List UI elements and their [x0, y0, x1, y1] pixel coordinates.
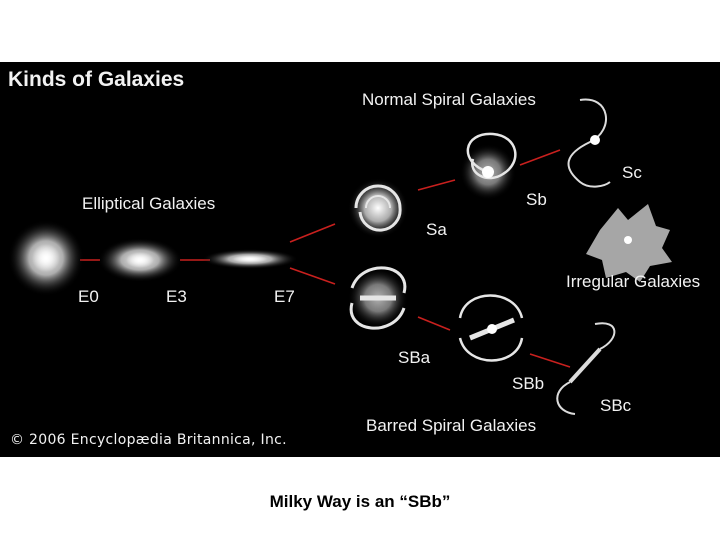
diagram-title: Kinds of Galaxies [8, 68, 185, 91]
label-e7: E7 [274, 287, 295, 306]
connector-sbb-sbc [529, 353, 571, 368]
label-irregular-galaxies: Irregular Galaxies [566, 272, 701, 291]
label-barred-spiral-galaxies: Barred Spiral Galaxies [366, 416, 537, 435]
label-elliptical-galaxies: Elliptical Galaxies [82, 194, 216, 213]
connector-sa-sb [417, 179, 456, 191]
connector-sba-sbb [417, 316, 451, 331]
connector-e7-sba [289, 267, 336, 285]
galaxy-sba [348, 266, 408, 330]
galaxy-sbb [458, 294, 524, 362]
connector-lines [80, 149, 571, 368]
caption: Milky Way is an “SBb” [269, 492, 451, 511]
galaxy-sb [460, 132, 517, 200]
diagram-graphics [8, 98, 672, 415]
label-sba: SBa [398, 348, 431, 367]
label-normal-spiral-galaxies: Normal Spiral Galaxies [362, 90, 536, 109]
galaxy-e0 [8, 220, 84, 296]
label-sa: Sa [426, 220, 447, 239]
connector-e7-sa [289, 223, 336, 243]
galaxy-sc [567, 98, 611, 188]
galaxy-e3 [98, 238, 182, 282]
connector-sb-sc [519, 149, 561, 166]
label-e0: E0 [78, 287, 99, 306]
label-sbc: SBc [600, 396, 632, 415]
galaxy-sa [348, 178, 408, 238]
label-sbb: SBb [512, 374, 545, 393]
galaxy-irregular [586, 204, 672, 282]
label-e3: E3 [166, 287, 187, 306]
label-sc: Sc [622, 163, 642, 182]
galaxy-sbc [556, 322, 616, 415]
galaxy-e7 [202, 249, 298, 269]
label-sb: Sb [526, 190, 547, 209]
copyright-notice: © 2006 Encyclopædia Britannica, Inc. [10, 432, 287, 448]
galaxy-classification-diagram: Kinds of Galaxies Normal Spiral Galaxies… [0, 62, 720, 457]
